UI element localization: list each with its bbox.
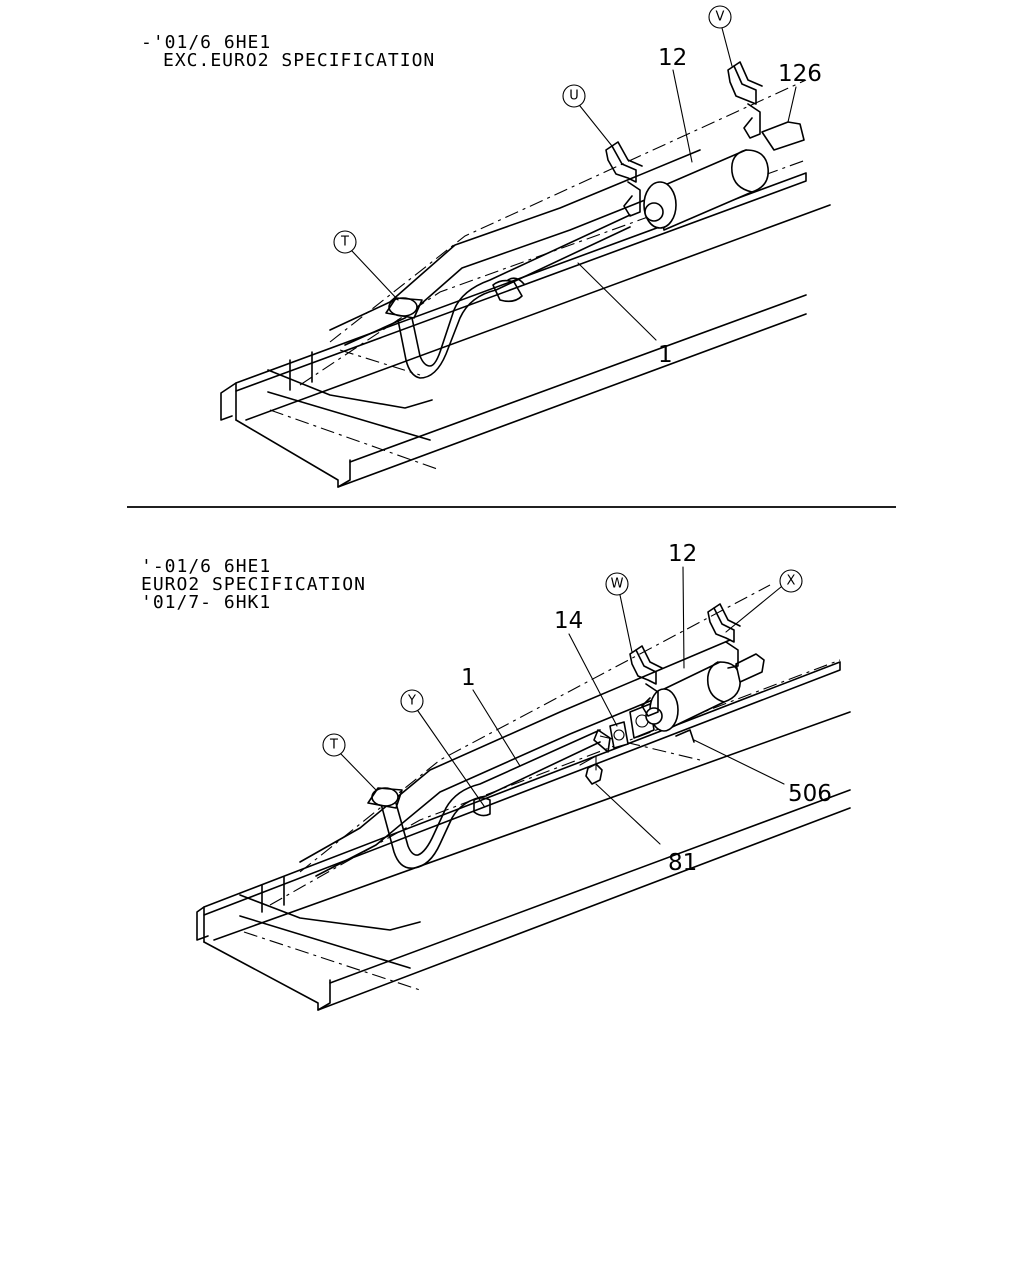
top-muffler: [643, 121, 805, 231]
top-part-1: 1: [658, 342, 673, 368]
bottom-callout-y: Y: [400, 689, 485, 807]
top-spec-line-2: EXC.EURO2 SPECIFICATION: [163, 50, 435, 71]
bottom-part-14: 14: [554, 608, 583, 634]
top-leader-1: [577, 262, 657, 341]
top-callout-u: U: [562, 84, 613, 147]
bottom-chassis-frame: [196, 584, 851, 1011]
svg-text:U: U: [569, 89, 579, 104]
bottom-part-81: 81: [668, 850, 697, 876]
top-chassis-frame: [220, 79, 831, 488]
bottom-leader-1: [472, 689, 521, 767]
svg-text:T: T: [340, 235, 349, 250]
bottom-part-1: 1: [461, 665, 476, 691]
top-callout-v: V: [708, 5, 733, 67]
svg-text:X: X: [787, 574, 796, 589]
bottom-callout-t: T: [322, 733, 377, 791]
bottom-leader-14: [568, 633, 618, 727]
bottom-gasket: [609, 721, 629, 749]
bottom-nut: [579, 755, 603, 785]
bottom-spec-line-1: '-01/6 6HE1: [141, 556, 271, 577]
bottom-part-506: 506: [788, 781, 832, 807]
bottom-part-12: 12: [668, 541, 697, 567]
bottom-callout-x: X: [725, 569, 803, 633]
bottom-leader-81: [595, 783, 661, 845]
top-view: -'01/6 6HE1 EXC.EURO2 SPECIFICATION: [141, 5, 831, 488]
top-spec-line-1: -'01/6 6HE1: [141, 32, 271, 53]
bottom-hangers: [629, 603, 741, 717]
bottom-callout-w: W: [605, 572, 633, 653]
bottom-leader-12: [682, 566, 685, 669]
top-leader-12: [672, 69, 693, 163]
svg-text:T: T: [329, 738, 338, 753]
bottom-view: '-01/6 6HE1 EURO2 SPECIFICATION '01/7- 6…: [141, 541, 851, 1011]
top-part-12: 12: [658, 45, 687, 71]
top-leader-126: [787, 86, 797, 123]
bottom-spec-line-3: '01/7- 6HK1: [141, 592, 271, 613]
bottom-spec-line-2: EURO2 SPECIFICATION: [141, 574, 366, 595]
top-hangers: [605, 61, 763, 217]
svg-text:W: W: [611, 577, 624, 592]
top-part-126: 126: [778, 61, 822, 87]
top-exhaust-pipe: [385, 214, 631, 379]
svg-text:V: V: [716, 10, 725, 25]
top-callout-t: T: [333, 230, 399, 301]
bottom-leader-506: [693, 739, 785, 785]
svg-text:Y: Y: [407, 694, 416, 709]
bottom-exhaust-pipe: [367, 729, 611, 869]
